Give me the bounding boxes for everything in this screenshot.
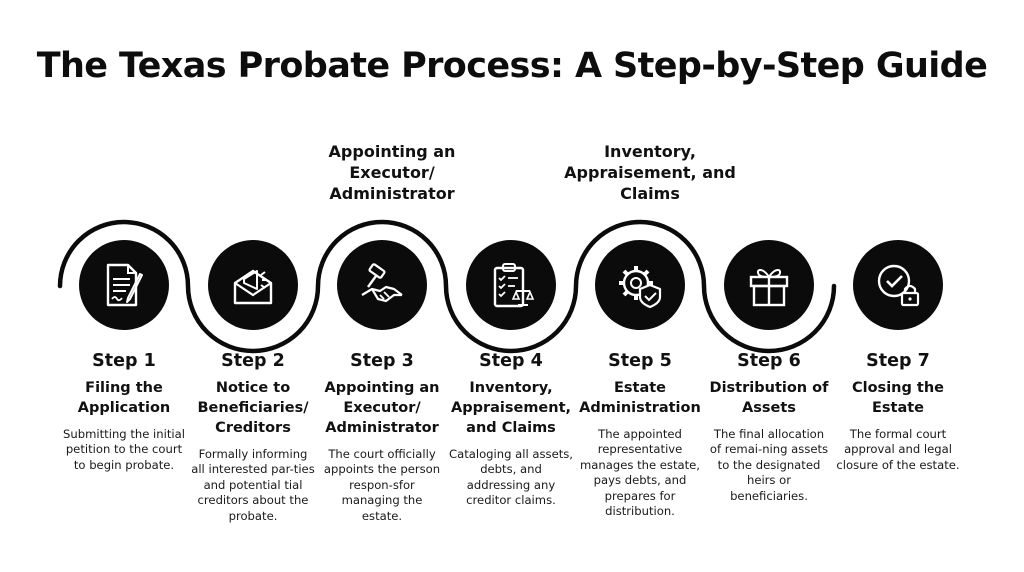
step-2-number: Step 2 (221, 351, 285, 371)
step-3-icon (337, 240, 427, 330)
step-4-title: Inventory, Appraisement, and Claims (450, 380, 572, 436)
step-2-title: Notice to Beneficiaries/ Creditors (197, 380, 309, 436)
step-5-title: Estate Administration (579, 380, 701, 416)
step-4-description: Cataloging all assets, debts, and addres… (449, 447, 573, 508)
page-title: The Texas Probate Process: A Step-by-Ste… (36, 46, 988, 86)
step-6-icon (724, 240, 814, 330)
step-2-column: Step 2 Notice to Beneficiaries/ Creditor… (191, 349, 315, 524)
step-1-icon (79, 240, 169, 330)
check-lock-icon (877, 264, 920, 307)
step-6-number: Step 6 (737, 351, 801, 371)
megaphone-envelope-icon (233, 269, 273, 305)
top-label-executor: Appointing an Executor/ Administrator (328, 142, 456, 203)
step-2-description: Formally informing all interested par-ti… (191, 447, 315, 523)
step-6-description: The final allocation of remai-ning asset… (709, 427, 829, 503)
step-1-number: Step 1 (92, 351, 156, 371)
step-6-column: Step 6 Distribution of Assets The final … (707, 349, 831, 504)
step-3-title: Appointing an Executor/ Administrator (324, 380, 440, 436)
step-7-icon (853, 240, 943, 330)
gavel-handshake-icon (361, 263, 403, 303)
step-5-column: Step 5 Estate Administration The appoint… (578, 349, 702, 519)
step-7-column: Step 7 Closing the Estate The formal cou… (836, 349, 960, 473)
step-5-description: The appointed representative manages the… (580, 427, 700, 519)
step-6-title: Distribution of Assets (709, 380, 829, 416)
gear-shield-icon (619, 266, 662, 309)
step-4-icon (466, 240, 556, 330)
step-2-icon (208, 240, 298, 330)
step-3-number: Step 3 (350, 351, 414, 371)
step-1-description: Submitting the initial petition to the c… (63, 427, 185, 472)
step-7-number: Step 7 (866, 351, 930, 371)
step-5-number: Step 5 (608, 351, 672, 371)
step-4-number: Step 4 (479, 351, 543, 371)
step-3-column: Step 3 Appointing an Executor/ Administr… (320, 349, 444, 524)
top-label-inventory: Inventory, Appraisement, and Claims (564, 142, 736, 203)
document-pen-icon (106, 263, 143, 307)
step-4-column: Step 4 Inventory, Appraisement, and Clai… (449, 349, 573, 509)
step-7-title: Closing the Estate (851, 380, 944, 416)
step-7-description: The formal court approval and legal clos… (836, 427, 960, 472)
step-1-title: Filing the Application (77, 380, 171, 416)
gift-icon (749, 269, 789, 307)
step-5-icon (595, 240, 685, 330)
step-3-description: The court officially appoints the person… (323, 447, 441, 523)
step-1-column: Step 1 Filing the Application Submitting… (62, 349, 186, 473)
clipboard-scales-icon (493, 263, 535, 308)
